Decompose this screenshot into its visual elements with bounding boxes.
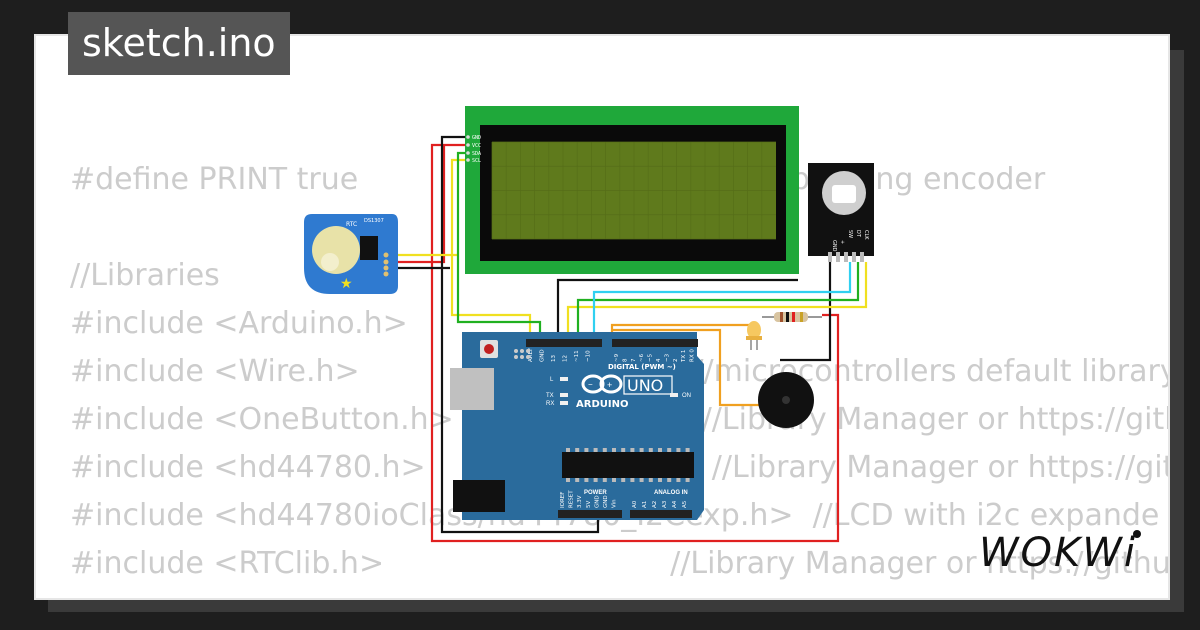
on-label: ON xyxy=(682,393,691,399)
code-line: #include <Wire.h> //microcontrollers def… xyxy=(70,354,1168,389)
code-line: #include <Arduino.h> xyxy=(70,306,408,341)
top-pin-label: 8 xyxy=(622,358,628,362)
lcd-pin-scl: SCL xyxy=(472,158,481,164)
rtc-chip-label: DS1307 xyxy=(364,218,384,224)
led[interactable] xyxy=(746,321,762,350)
bottom-pin-label: A4 xyxy=(672,500,678,508)
top-pin-label: ~3 xyxy=(664,353,670,362)
usb-port xyxy=(450,368,494,410)
wire-yellow-lcd xyxy=(450,158,532,340)
enc-pin-dt: DT xyxy=(855,230,861,238)
analog-label: ANALOG IN xyxy=(654,490,688,496)
wokwi-logo-text: WOKWi xyxy=(979,530,1137,576)
atmega-chip xyxy=(562,452,694,478)
wire-yellow-enc xyxy=(566,262,868,340)
top-pin-label: GND xyxy=(540,349,546,362)
bottom-pin-label: A2 xyxy=(652,501,658,508)
arduino-brand: ARDUINO xyxy=(576,399,628,410)
led-tx-label: TX xyxy=(546,393,554,399)
code-line: //Libraries xyxy=(70,258,220,293)
bottom-pin-label: A0 xyxy=(632,500,638,508)
bottom-pin-label: A5 xyxy=(682,500,688,508)
wire-red-rtc xyxy=(386,145,446,264)
bottom-pin-label: GND xyxy=(603,495,609,508)
bottom-pin-label: A3 xyxy=(662,500,668,508)
enc-pin-sw: SW xyxy=(847,230,853,238)
code-line: #include <OneButton.h> //Library Manager… xyxy=(70,402,1168,437)
top-pin-label: 4 xyxy=(656,358,662,362)
wire-green-enc xyxy=(576,262,860,340)
wire-green-lcd xyxy=(456,151,542,340)
top-pin-label: 2 xyxy=(673,359,679,363)
lcd-pin-vcc: VCC xyxy=(472,143,481,149)
code-line: #include <DatEncoder.h> //Library Manage… xyxy=(70,588,1168,598)
wire-red xyxy=(430,143,840,543)
top-pin-label: 12 xyxy=(563,355,569,362)
code-line: #include <RTClib.h> //Library Manager or… xyxy=(70,546,1170,581)
top-pin-label: ~11 xyxy=(574,350,580,362)
top-pin-label: TX 1 xyxy=(681,350,687,363)
icsp-header xyxy=(514,349,530,359)
resistor[interactable] xyxy=(762,312,822,322)
enc-pin-plus: + xyxy=(839,240,845,244)
wire-cyan xyxy=(592,262,852,340)
power-jack xyxy=(453,480,505,512)
lcd-pin-header: GND VCC SDA SCL xyxy=(466,135,481,164)
top-pin-label: ~9 xyxy=(614,353,620,362)
wire-black xyxy=(440,135,600,534)
rtc-chip xyxy=(360,236,378,260)
code-line: #include <hd44780.h> //Library Manager o… xyxy=(70,450,1168,485)
top-pin-label: 13 xyxy=(551,355,557,362)
bottom-pin-label: Vin xyxy=(612,499,618,508)
wokwi-logo: WOKWi xyxy=(979,530,1141,576)
bottom-pin-label: RESET xyxy=(569,490,575,508)
sketch-filename: sketch.ino xyxy=(68,12,290,75)
rtc-label: RTC xyxy=(346,221,357,228)
code-preview: #define PRINT true //for debugging encod… xyxy=(70,156,1170,598)
top-pin-label: ~6 xyxy=(639,353,645,362)
led-l-label: L xyxy=(550,377,554,383)
buzzer[interactable] xyxy=(758,372,814,428)
wire-orange-buzz xyxy=(612,328,760,407)
star-logo: ★ xyxy=(340,275,353,291)
bottom-pin-label: GND xyxy=(594,495,600,508)
enc-pin-gnd: GND xyxy=(831,240,837,252)
lcd-pin-gnd: GND xyxy=(472,135,481,141)
arduino-model: UNO xyxy=(627,376,663,395)
rtc-module[interactable]: RTC DS1307 ★ xyxy=(304,214,398,294)
lcd-display[interactable]: GND VCC SDA SCL xyxy=(465,106,799,274)
top-pin-label: 7 xyxy=(631,358,637,362)
top-pin-label: ~10 xyxy=(586,350,592,362)
arduino-logo: − + xyxy=(581,374,623,394)
top-pin-label: RX 0 xyxy=(690,349,696,362)
rotary-encoder[interactable]: GND + SW DT CLK xyxy=(808,163,874,262)
bottom-pin-label: 5V xyxy=(586,501,592,508)
wires xyxy=(386,135,868,543)
svg-text:+: + xyxy=(607,380,612,390)
wire-black-encoder xyxy=(780,260,832,362)
bottom-pin-label: A1 xyxy=(642,501,648,508)
top-pin-label: AREF xyxy=(528,348,534,362)
bottom-pin-label: 3.3V xyxy=(577,495,583,508)
led-rx-label: RX xyxy=(546,401,554,407)
wire-black-lcd xyxy=(556,278,798,340)
digital-label: DIGITAL (PWM ~) xyxy=(608,363,676,371)
svg-text:−: − xyxy=(588,380,593,389)
enc-pin-clk: CLK xyxy=(863,230,869,240)
bottom-pin-label: IOREF xyxy=(560,492,566,508)
lcd-pin-sda: SDA xyxy=(472,151,481,157)
top-pin-label: ~5 xyxy=(648,353,654,362)
power-label: POWER xyxy=(584,490,607,496)
